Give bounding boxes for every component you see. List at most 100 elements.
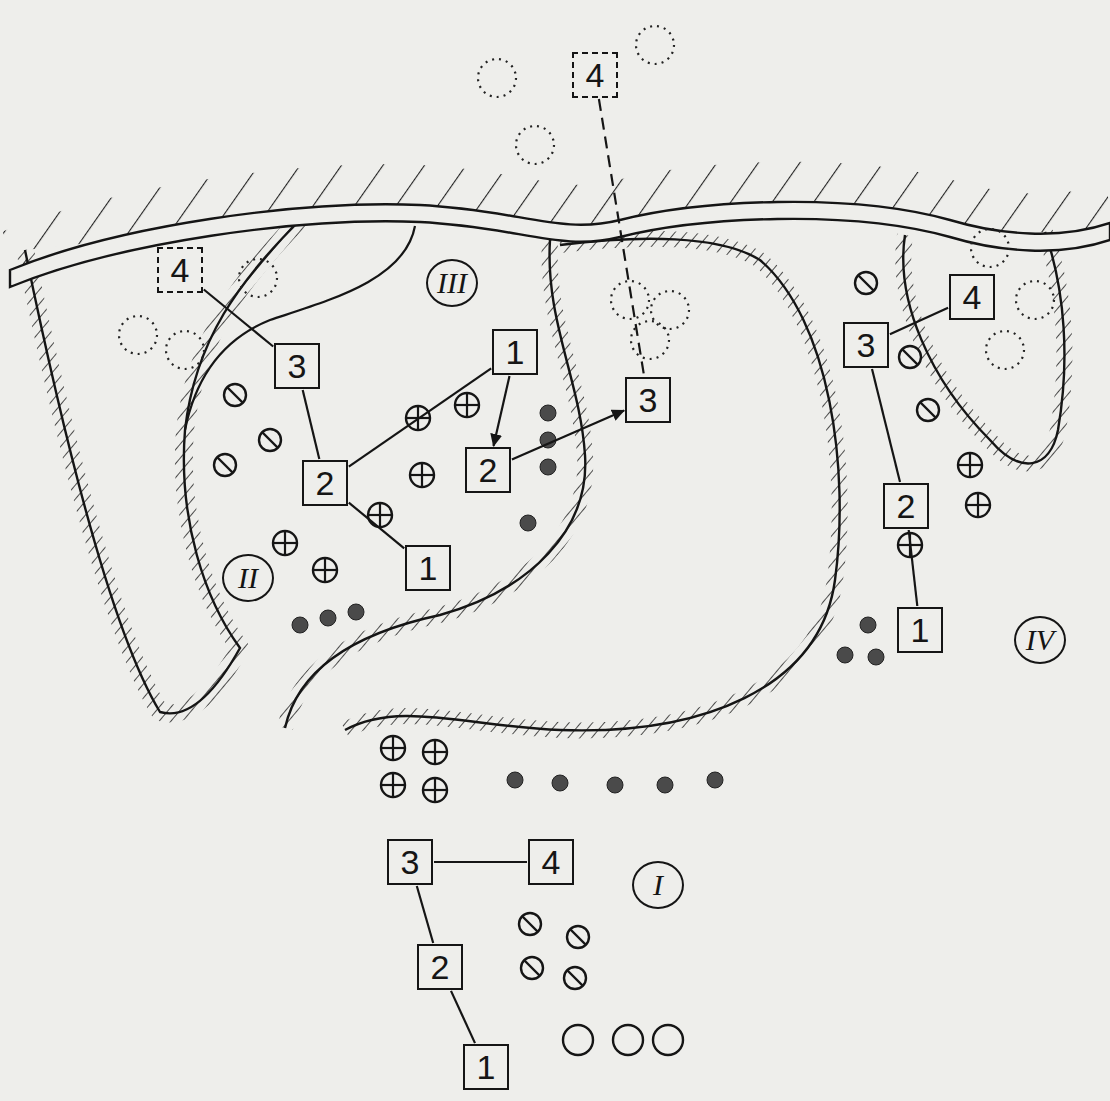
stage-box: 1 [492, 329, 538, 375]
dark-granule [837, 647, 853, 663]
plus-granule [958, 453, 982, 477]
stage-box: 4 [572, 52, 618, 98]
region-numeral: IV [1026, 625, 1054, 655]
plus-granule [455, 393, 479, 417]
membrane-band [10, 202, 1110, 287]
slashed-granule [567, 926, 589, 948]
connector [494, 376, 510, 446]
region-numeral-circle: IV [1014, 616, 1066, 664]
lobe-hatching [25, 220, 300, 713]
stage-number: 1 [419, 551, 438, 585]
stage-box: 4 [528, 839, 574, 885]
slashed-granule [564, 967, 586, 989]
stage-number: 2 [897, 489, 916, 523]
slashed-granule [214, 454, 236, 476]
dark-granule [540, 405, 556, 421]
plus-granule [966, 493, 990, 517]
connector [451, 991, 475, 1043]
dark-granule [607, 777, 623, 793]
open-granule [653, 1025, 683, 1055]
plus-granule [313, 558, 337, 582]
stage-box: 3 [387, 839, 433, 885]
slashed-granule [917, 399, 939, 421]
connector [599, 99, 644, 376]
stage-number: 4 [542, 845, 561, 879]
stage-box: 2 [465, 447, 511, 493]
dark-granule [520, 515, 536, 531]
dark-granule [657, 777, 673, 793]
connector [349, 503, 404, 549]
stage-box: 2 [883, 483, 929, 529]
stage-box: 4 [949, 274, 995, 320]
stage-number: 3 [639, 383, 658, 417]
stage-box: 3 [274, 343, 320, 389]
region-numeral: I [653, 870, 663, 900]
dark-granule [320, 610, 336, 626]
stage-number: 2 [431, 950, 450, 984]
stage-box: 4 [157, 247, 203, 293]
plus-granule [381, 773, 405, 797]
lip-outline [285, 240, 585, 728]
connector [204, 290, 273, 347]
region-numeral-circle: I [632, 861, 684, 909]
plus-granule [423, 740, 447, 764]
stage-box: 3 [843, 322, 889, 368]
dark-granule [507, 772, 523, 788]
region-numeral-circle: II [222, 554, 274, 602]
dark-granule [540, 459, 556, 475]
slashed-granule [519, 913, 541, 935]
stage-number: 4 [171, 253, 190, 287]
lip-hatching [285, 240, 585, 728]
sac-outline [345, 239, 840, 731]
dark-granule [860, 617, 876, 633]
open-granule [613, 1025, 643, 1055]
stage-box: 1 [405, 545, 451, 591]
stage-number: 1 [911, 613, 930, 647]
stage-number: 3 [401, 845, 420, 879]
stage-box: 2 [302, 460, 348, 506]
connector [909, 530, 918, 606]
connector [434, 861, 527, 863]
dotted-granule [239, 259, 277, 297]
dark-granule [868, 649, 884, 665]
dark-granule [292, 617, 308, 633]
sac-hatching [345, 239, 840, 731]
stage-number: 3 [857, 328, 876, 362]
region-numeral: III [437, 268, 467, 298]
stage-box: 3 [625, 377, 671, 423]
dotted-granule [516, 126, 554, 164]
slashed-granule [521, 957, 543, 979]
stage-number: 4 [963, 280, 982, 314]
stage-box: 1 [897, 607, 943, 653]
lobe-outline [25, 220, 300, 713]
dotted-granule [166, 331, 204, 369]
region-numeral: II [238, 563, 258, 593]
slashed-granule [224, 384, 246, 406]
dotted-granule [1016, 281, 1054, 319]
dotted-granule [651, 291, 689, 329]
stage-box: 2 [417, 944, 463, 990]
dotted-granule [971, 229, 1009, 267]
connector [303, 390, 320, 459]
dotted-granule [636, 26, 674, 64]
connector [417, 886, 433, 943]
plus-granule [410, 463, 434, 487]
dark-granule [348, 604, 364, 620]
dark-granule [707, 772, 723, 788]
slashed-granule [259, 429, 281, 451]
dotted-granule [986, 331, 1024, 369]
stage-number: 2 [316, 466, 335, 500]
stage-number: 4 [586, 58, 605, 92]
dark-granule [552, 775, 568, 791]
plus-granule [423, 778, 447, 802]
region-boundary [185, 226, 415, 430]
stage-box: 1 [463, 1044, 509, 1090]
open-granule [563, 1025, 593, 1055]
dotted-granule [119, 316, 157, 354]
region-numeral-circle: III [426, 259, 478, 307]
stage-number: 2 [479, 453, 498, 487]
slashed-granule [855, 272, 877, 294]
